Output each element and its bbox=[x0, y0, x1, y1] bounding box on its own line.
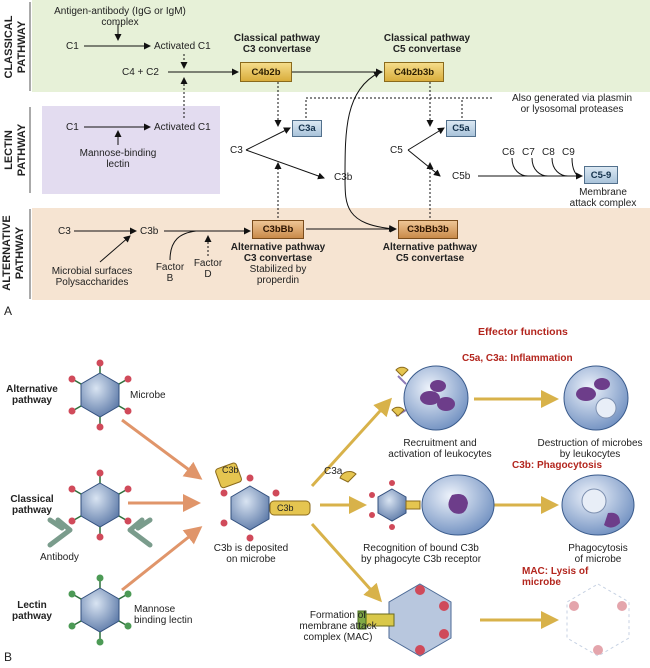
c5a-box: C5a bbox=[446, 120, 476, 137]
microbe-classical bbox=[68, 469, 132, 541]
c3b-tag-side: C3b bbox=[277, 503, 294, 513]
antibody-icon bbox=[47, 517, 153, 548]
microbe-label: Microbe bbox=[130, 390, 166, 401]
c3a-tag: C3a bbox=[324, 466, 343, 477]
central-c5b: C5b bbox=[452, 171, 471, 182]
c6-label: C6 bbox=[502, 147, 515, 158]
microbe-lectin bbox=[68, 574, 132, 646]
leukocyte-destruction bbox=[563, 365, 629, 431]
c8-label: C8 bbox=[542, 147, 555, 158]
phagocytosis-cell bbox=[561, 474, 635, 536]
panel-b-letter: B bbox=[4, 650, 13, 664]
c9-label: C9 bbox=[562, 147, 575, 158]
lectin-activated-c1: Activated C1 bbox=[154, 122, 211, 133]
central-c3: C3 bbox=[230, 145, 243, 156]
classical-c1: C1 bbox=[66, 41, 79, 52]
c3bbb-box: C3bBb bbox=[252, 220, 304, 239]
c3b-tag-top: C3b bbox=[222, 465, 239, 475]
c3a-box: C3a bbox=[292, 120, 322, 137]
inflammation-title: C5a, C3a: Inflammation bbox=[462, 353, 573, 364]
microbe-alternative bbox=[68, 359, 132, 431]
classical-activated-c1: Activated C1 bbox=[154, 41, 211, 52]
panel-a-letter: A bbox=[4, 304, 13, 318]
leukocyte-recruitment bbox=[391, 365, 469, 431]
c3a-fragment-icon bbox=[339, 470, 357, 483]
classical-c4-c2: C4 + C2 bbox=[122, 67, 159, 78]
lectin-c1: C1 bbox=[66, 122, 79, 133]
alternative-band bbox=[32, 208, 650, 300]
c5-9-box: C5-9 bbox=[584, 166, 618, 184]
c4b2b-box: C4b2b bbox=[240, 62, 292, 82]
c7-label: C7 bbox=[522, 147, 535, 158]
mac-complex bbox=[357, 583, 452, 657]
phago-title: C3b: Phagocytosis bbox=[512, 460, 603, 471]
alt-c3b: C3b bbox=[140, 226, 159, 237]
phagocyte-recognition bbox=[369, 480, 421, 530]
alt-c3: C3 bbox=[58, 226, 71, 237]
effector-title: Effector functions bbox=[478, 326, 568, 338]
microbe-c3b-deposited bbox=[215, 462, 311, 542]
antibody-label: Antibody bbox=[40, 552, 79, 563]
classical-trigger: Antigen-antibody (IgG or IgM)complex bbox=[54, 6, 186, 28]
central-c5: C5 bbox=[390, 145, 403, 156]
phagocyte-cell bbox=[421, 474, 495, 536]
central-c3b: C3b bbox=[334, 172, 353, 183]
c3bbb3b-box: C3bBb3b bbox=[398, 220, 458, 239]
lysed-microbe bbox=[566, 583, 630, 657]
lectin-band bbox=[42, 106, 220, 194]
alt-c3-convertase-title: Alternative pathway C3 convertase Stabil… bbox=[230, 242, 326, 286]
c4b2b3b-box: C4b2b3b bbox=[384, 62, 444, 82]
